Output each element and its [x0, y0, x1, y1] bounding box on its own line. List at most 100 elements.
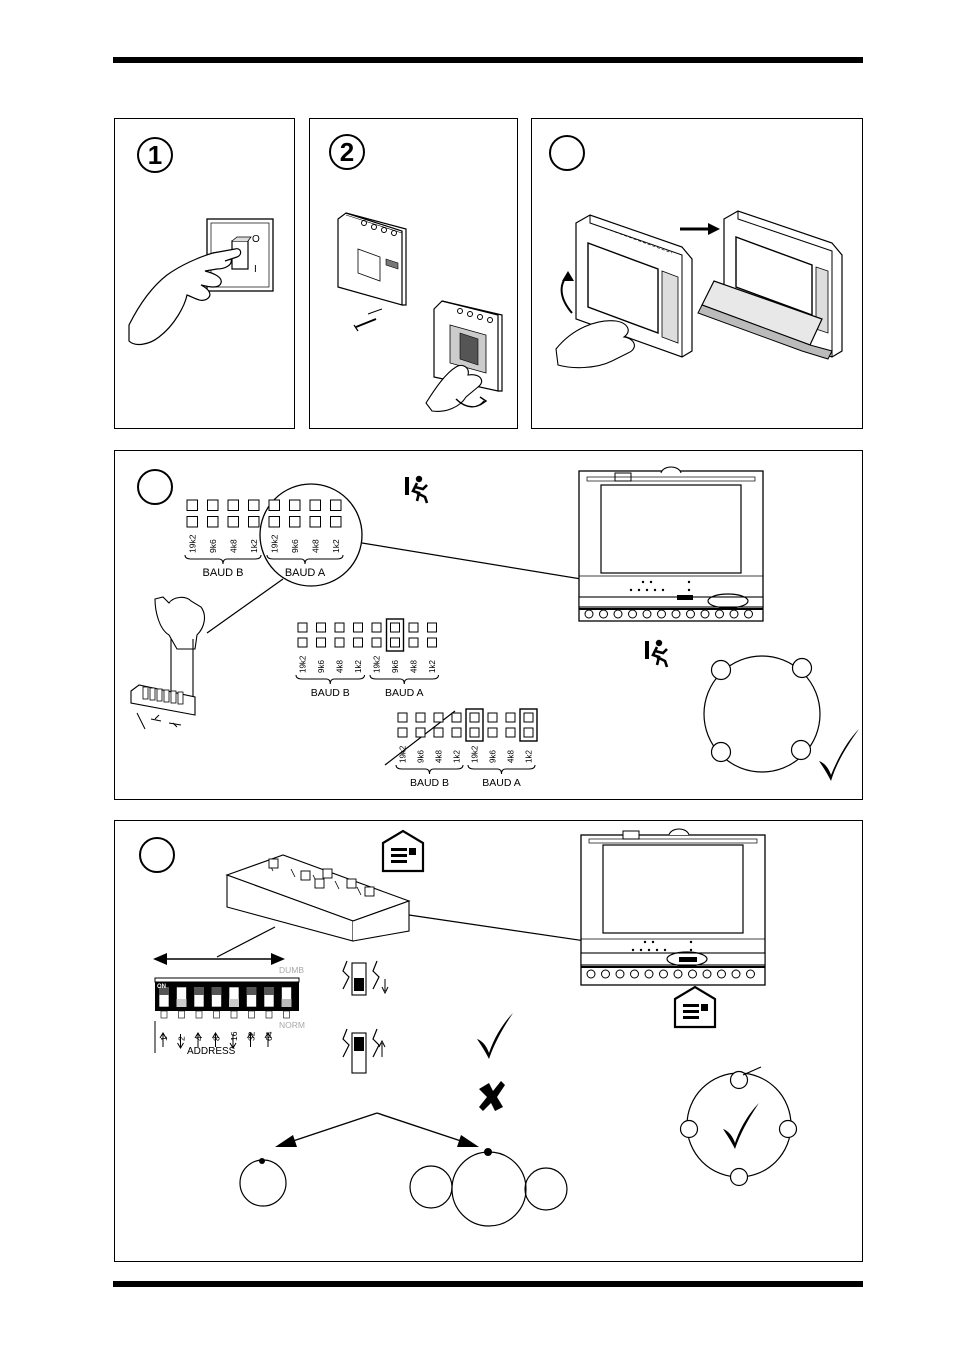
- jumper-pin: [268, 499, 280, 511]
- step-number-4: [137, 469, 173, 505]
- panel-step-1: 1 O I: [114, 118, 295, 429]
- jumper-pin: [390, 622, 400, 633]
- jumper-pin: [186, 516, 198, 528]
- terminal-screw: [702, 969, 712, 979]
- jumper-pin: [451, 712, 462, 723]
- jumper-pin: [451, 727, 462, 738]
- baud-rate-label: 4k8: [435, 750, 444, 763]
- baud-rate-label: 19k2: [187, 534, 197, 553]
- loop-node: [729, 1070, 749, 1090]
- jumper-pin: [297, 637, 308, 648]
- terminal-screw: [717, 969, 726, 979]
- dip-weight-label: 16: [229, 1031, 239, 1041]
- jumper-pin: [330, 516, 342, 528]
- loop-node: [710, 659, 732, 681]
- baud-rate-label: 1k2: [453, 750, 462, 763]
- baud-rate-label: 19k2: [269, 534, 279, 553]
- terminal-screw: [615, 969, 625, 979]
- baud-rate-label: 9k6: [489, 750, 498, 763]
- baud-rate-label: 4k8: [310, 539, 320, 553]
- loop-node: [791, 657, 813, 679]
- baud-b-label: BAUD B: [203, 567, 244, 579]
- terminal-screw: [659, 969, 668, 979]
- jumper-pin: [309, 516, 321, 528]
- magnifier-circle: [259, 483, 363, 587]
- dip-dumb-label: DUMB: [279, 965, 304, 975]
- terminal-screw: [729, 609, 739, 619]
- terminal-screw: [613, 609, 623, 619]
- jumper-pins: [142, 686, 184, 705]
- baud-rate-label: 9k6: [317, 660, 326, 673]
- panel-step-2: 2: [309, 118, 518, 429]
- jumper-pin: [415, 712, 426, 723]
- jumper-pin: [334, 637, 345, 648]
- terminal-screw: [688, 969, 697, 979]
- jumper-pin: [469, 727, 480, 738]
- checkmark-icon: [477, 1013, 513, 1059]
- dip-norm-label: NORM: [279, 1020, 305, 1030]
- baud-rate-label: 19k2: [373, 655, 382, 673]
- jumper-pin: [408, 637, 419, 648]
- baud-rate-illustration: [130, 466, 859, 781]
- dip-weight-label: 4: [194, 1036, 204, 1041]
- switch-on-mark: I: [254, 264, 257, 275]
- step-number-5: [139, 837, 175, 873]
- baud-rate-label: 1k2: [249, 539, 259, 553]
- switch-detail-norm: [342, 1028, 386, 1074]
- jumper-pin: [487, 727, 498, 738]
- jumper-pin: [316, 637, 326, 648]
- baud-a-label: BAUD A: [385, 687, 424, 699]
- jumper-pin: [289, 516, 301, 528]
- jumper-pin: [309, 499, 321, 511]
- jumper-pin: [523, 727, 534, 738]
- panel-step-3: [531, 118, 863, 429]
- jumper-pin: [397, 712, 408, 723]
- terminal-screw: [744, 609, 753, 619]
- checkmark-icon: [819, 729, 859, 781]
- loop-left-circle: [409, 1165, 453, 1209]
- message-envelope-icon-2: [673, 985, 717, 1029]
- jumper-pin: [390, 637, 400, 648]
- jumper-pin: [297, 622, 308, 633]
- baud-rate-label: 9k6: [417, 750, 426, 763]
- jumper-pin: [353, 622, 363, 633]
- baud-rate-label: 4k8: [507, 750, 516, 763]
- baud-rate-label: 4k8: [410, 660, 419, 673]
- baud-rate-label: 4k8: [336, 660, 345, 673]
- baud-rate-label: 1k2: [354, 660, 363, 673]
- dip-weight-label: 1: [159, 1036, 169, 1041]
- dip-weight-label: 32: [247, 1031, 257, 1041]
- message-envelope-icon: [381, 829, 425, 873]
- switch-detail-dumb: [342, 957, 389, 999]
- switch-off-mark: O: [252, 234, 260, 245]
- control-panel-front-2: [580, 828, 766, 986]
- loop-right-circle: [524, 1167, 568, 1211]
- terminal-screw: [642, 609, 652, 619]
- jumper-pin: [248, 516, 260, 528]
- terminal-screw: [700, 609, 710, 619]
- terminal-screw: [671, 609, 681, 619]
- baud-rate-label: 19k2: [399, 745, 408, 763]
- baud-rate-label: 9k6: [290, 539, 300, 553]
- dip-weight-label: 2: [177, 1036, 187, 1041]
- exit-run-icon-2: [645, 639, 669, 668]
- dip-switch-3d: [225, 854, 411, 942]
- jumper-pin: [433, 727, 444, 738]
- dip-on-label: ON: [157, 984, 166, 990]
- terminal-screw: [584, 609, 594, 619]
- step-number-2: 2: [329, 134, 365, 170]
- terminal-screw: [599, 609, 608, 619]
- cross-icon: [479, 1081, 505, 1111]
- baud-rate-label: 4k8: [228, 539, 238, 553]
- jumper-pin: [227, 499, 239, 511]
- terminal-screw: [644, 969, 654, 979]
- jumper-pin: [316, 622, 326, 633]
- jumper-pin: [371, 637, 382, 648]
- loop-node: [778, 1119, 798, 1139]
- jumper-pin: [397, 727, 408, 738]
- bottom-rule: [113, 1281, 863, 1287]
- baud-rate-label: 9k6: [208, 539, 218, 553]
